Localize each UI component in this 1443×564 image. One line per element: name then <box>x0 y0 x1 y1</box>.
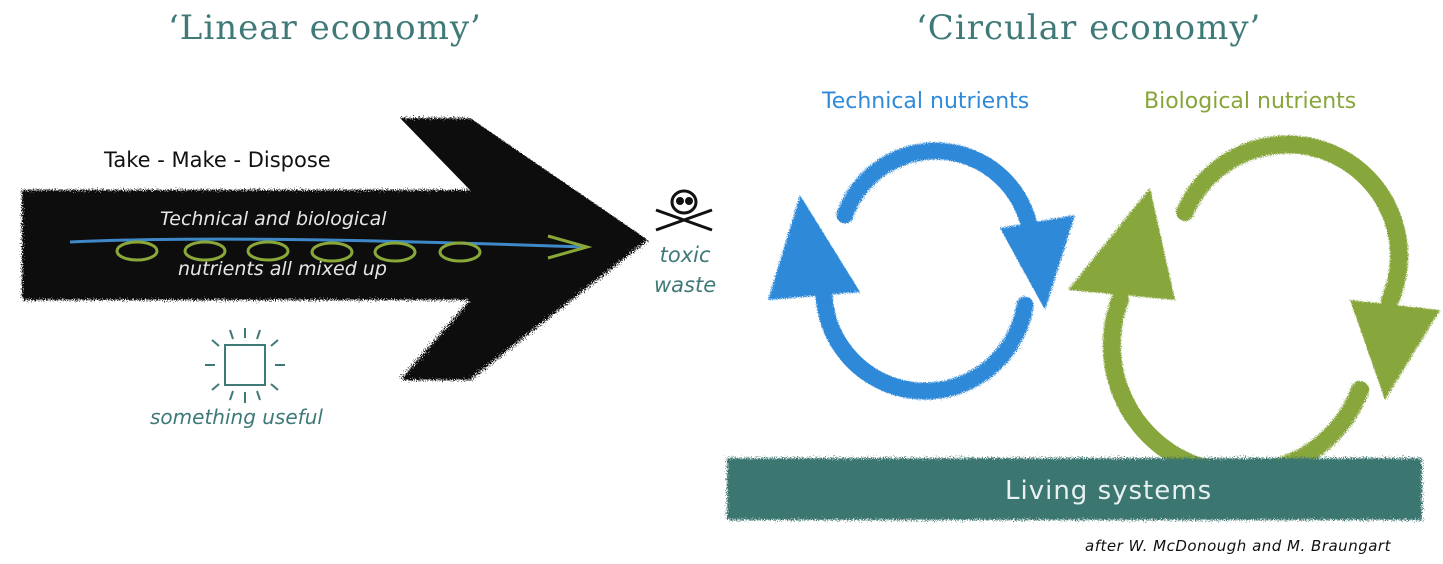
something-useful-label: something useful <box>150 405 323 429</box>
biological-cycle-arrows <box>1068 145 1440 474</box>
technical-arrow-top <box>845 151 1030 230</box>
technical-nutrients-label: Technical nutrients <box>822 89 1029 114</box>
biological-arrowhead-left <box>1068 188 1175 300</box>
arrow-text-line-2: nutrients all mixed up <box>178 258 387 280</box>
biological-nutrients-label: Biological nutrients <box>1144 89 1356 114</box>
skull-crossbones-icon <box>656 191 712 230</box>
toxic-label-line-1: toxic <box>654 240 716 270</box>
biological-arrow-bottom <box>1112 300 1360 473</box>
take-make-dispose-label: Take - Make - Dispose <box>104 148 331 172</box>
biological-arrow-top <box>1185 145 1399 300</box>
credit-label: after W. McDonough and M. Braungart <box>1085 537 1391 555</box>
technical-cycle-arrows <box>768 151 1075 391</box>
circular-economy-title: ‘Circular economy’ <box>916 8 1261 48</box>
toxic-label-line-2: waste <box>654 270 716 300</box>
linear-economy-title: ‘Linear economy’ <box>168 8 482 48</box>
technical-arrowhead-right <box>1000 215 1075 310</box>
living-systems-label: Living systems <box>1005 476 1212 506</box>
arrow-text-line-1: Technical and biological <box>160 208 387 230</box>
toxic-waste-label: toxic waste <box>654 240 716 300</box>
glowing-box-icon <box>205 328 285 403</box>
